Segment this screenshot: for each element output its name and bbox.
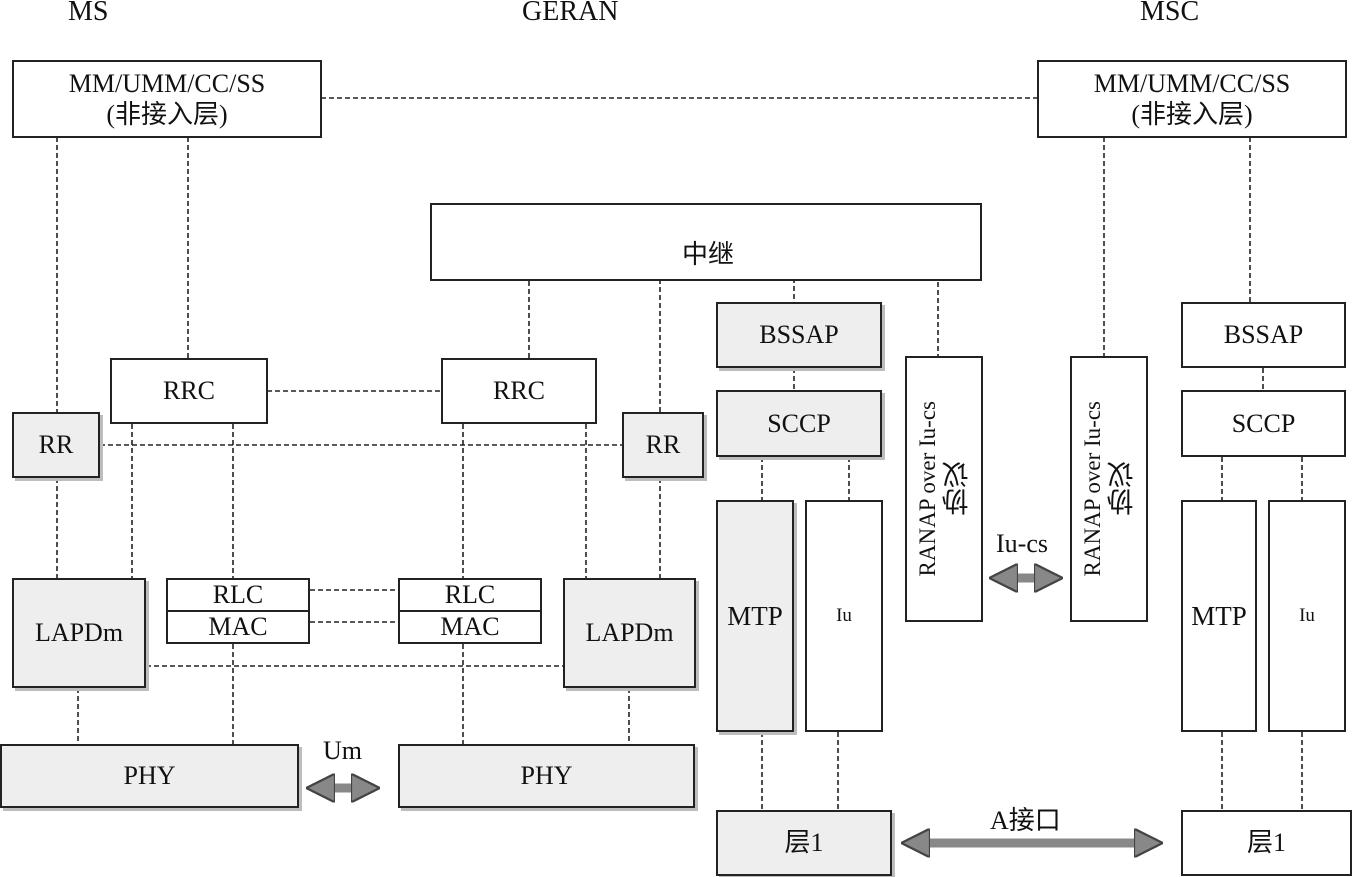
um-label: Um (323, 736, 362, 765)
a-interface-label: A接口 (990, 806, 1061, 835)
msc-bssap-box: BSSAP (1181, 302, 1346, 368)
ms-rlc-box: RLC (166, 578, 310, 612)
geran-sccp-box: SCCP (716, 390, 882, 457)
geran-mac-box: MAC (398, 610, 542, 644)
geran-relay-label: 中继 (682, 240, 735, 269)
msc-sccp-box: SCCP (1181, 390, 1346, 457)
msc-layer1-box: 层1 (1181, 810, 1352, 876)
msc-ranap-line1: RANAP over Iu-cs (1080, 401, 1105, 577)
geran-ranap-line2: 协议 (942, 462, 973, 516)
msc-ranap-line2: 协议 (1107, 462, 1138, 516)
msc-ranap-box: RANAP over Iu-cs 协议 (1070, 356, 1148, 622)
geran-layer1-box: 层1 (716, 810, 892, 876)
msc-iu-box: Iu (1268, 500, 1346, 732)
geran-phy-box: PHY (398, 744, 695, 808)
ms-phy-box: PHY (0, 744, 299, 808)
ms-nas-box: MM/UMM/CC/SS (非接入层) (12, 60, 322, 138)
iu-cs-label: Iu-cs (996, 529, 1048, 558)
geran-rrc-box: RRC (441, 358, 597, 424)
geran-iu-box: Iu (805, 500, 883, 732)
geran-rr-box: RR (622, 412, 704, 478)
header-ms: MS (68, 0, 109, 27)
geran-ranap-line1: RANAP over Iu-cs (915, 401, 940, 577)
ms-lapdm-box: LAPDm (12, 578, 146, 688)
ms-nas-line1: MM/UMM/CC/SS (68, 68, 266, 98)
geran-relay-box (430, 203, 982, 281)
ms-mac-box: MAC (166, 610, 310, 644)
ms-rrc-box: RRC (110, 358, 268, 424)
msc-mtp-box: MTP (1181, 500, 1257, 732)
header-msc: MSC (1140, 0, 1200, 27)
msc-nas-line1: MM/UMM/CC/SS (1093, 68, 1291, 98)
geran-bssap-box: BSSAP (716, 302, 882, 368)
geran-rlc-box: RLC (398, 578, 542, 612)
geran-lapdm-box: LAPDm (563, 578, 696, 688)
header-geran: GERAN (522, 0, 619, 27)
msc-nas-box: MM/UMM/CC/SS (非接入层) (1037, 60, 1347, 138)
geran-ranap-box: RANAP over Iu-cs 协议 (905, 356, 983, 622)
geran-mtp-box: MTP (716, 500, 794, 732)
ms-nas-line2: (非接入层) (106, 100, 228, 129)
ms-rr-box: RR (12, 412, 100, 478)
msc-nas-line2: (非接入层) (1131, 100, 1253, 129)
